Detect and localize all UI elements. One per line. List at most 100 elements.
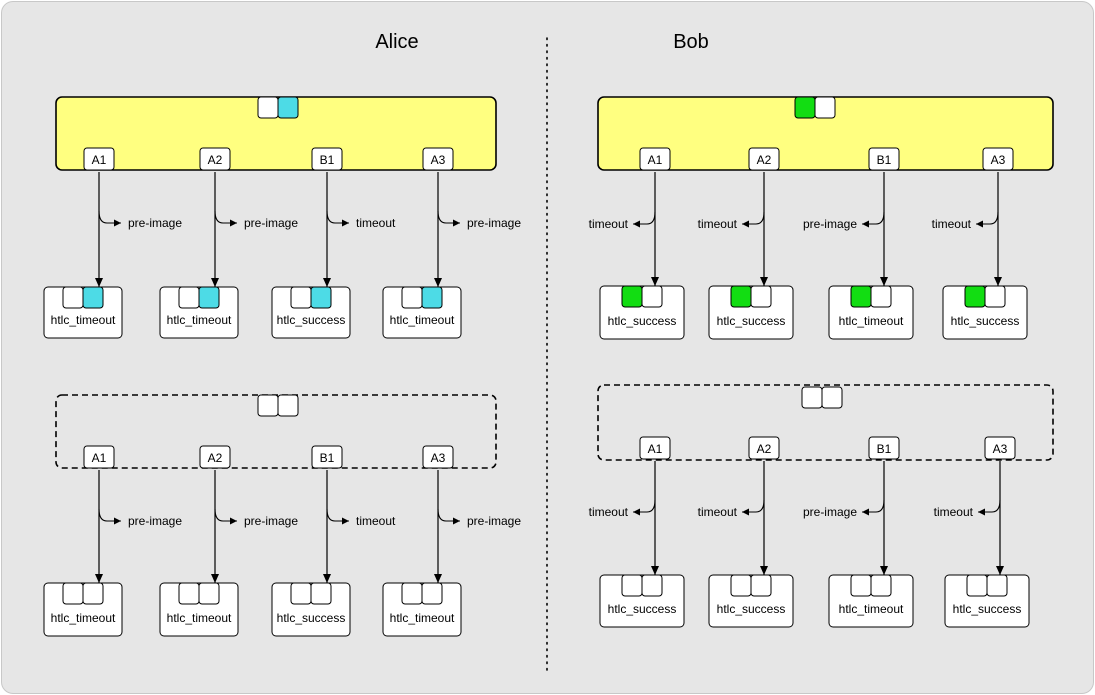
key-pair-icon (178, 582, 220, 605)
htlc-transaction-label: htlc_success (608, 602, 677, 616)
branch-arrow-icon (862, 211, 885, 228)
key-pair-icon (290, 582, 332, 605)
output-id-badge (199, 147, 231, 171)
key-slot (310, 582, 332, 605)
output-id-label: A1 (92, 451, 107, 465)
key-slot (964, 285, 986, 308)
output-id-badge (83, 147, 115, 171)
spend-condition-label: pre-image (467, 514, 521, 528)
branch-arrow-icon (633, 499, 656, 516)
spend-condition-label: pre-image (244, 514, 298, 528)
htlc-transaction-label: htlc_timeout (51, 611, 116, 625)
branch-arrow-icon (98, 210, 121, 227)
branch-arrow-icon (437, 508, 460, 525)
spend-condition-label: timeout (698, 217, 738, 231)
spend-condition-label: timeout (356, 514, 396, 528)
htlc-transaction-label: htlc_success (277, 611, 346, 625)
key-pair-icon (401, 286, 443, 309)
key-pair-icon (730, 574, 772, 597)
output-id-label: A3 (431, 153, 446, 167)
key-slot (277, 394, 299, 417)
key-slot (750, 574, 772, 597)
spend-condition-label: pre-image (803, 217, 857, 231)
spend-condition-label: timeout (356, 216, 396, 230)
htlc-transaction-box (708, 574, 794, 628)
key-slot (257, 96, 279, 119)
output-id-label: B1 (320, 451, 335, 465)
spend-condition-label: pre-image (128, 216, 182, 230)
htlc-transaction-label: htlc_timeout (167, 611, 232, 625)
branch-arrow-icon (437, 210, 460, 227)
key-pair-icon (62, 582, 104, 605)
htlc-transaction-label: htlc_success (717, 602, 786, 616)
output-id-label: B1 (877, 442, 892, 456)
key-slot (178, 582, 200, 605)
output-id-badge (868, 147, 900, 171)
output-id-label: A2 (757, 442, 772, 456)
spend-condition-label: pre-image (244, 216, 298, 230)
spend-condition-label: timeout (932, 217, 972, 231)
htlc-transaction-box (828, 285, 914, 340)
spend-condition-label: pre-image (803, 505, 857, 519)
key-slot (794, 96, 816, 119)
key-pair-icon (801, 386, 843, 409)
key-pair-icon (850, 285, 892, 308)
key-pair-icon (257, 96, 299, 119)
htlc-transaction-label: htlc_timeout (390, 611, 455, 625)
key-slot (814, 96, 836, 119)
spend-condition-label: timeout (934, 505, 974, 519)
key-slot (290, 582, 312, 605)
key-slot (62, 582, 84, 605)
key-pair-icon (621, 285, 663, 308)
branch-arrow-icon (633, 211, 656, 228)
htlc-transaction-label: htlc_success (953, 602, 1022, 616)
bob-top-group: timeoutA1htlc_successtimeoutA2htlc_succe… (589, 96, 1054, 340)
output-id-label: B1 (320, 153, 335, 167)
key-pair-icon (621, 574, 663, 597)
branch-arrow-icon (326, 508, 349, 525)
key-slot (421, 582, 443, 605)
key-slot (621, 574, 643, 597)
key-slot (421, 286, 443, 309)
htlc-output-a3: pre-image A3 htlc_timeout (382, 445, 521, 637)
spend-condition-label: timeout (589, 505, 629, 519)
output-id-badge (982, 147, 1014, 171)
spend-condition-label: timeout (589, 217, 629, 231)
output-id-badge (748, 436, 780, 460)
output-id-badge (311, 147, 343, 171)
htlc-output-a1: pre-image A1 htlc_timeout (43, 445, 182, 637)
key-slot (257, 394, 279, 417)
key-pair-icon (794, 96, 836, 119)
output-id-label: A1 (92, 153, 107, 167)
output-id-label: B1 (877, 153, 892, 167)
key-pair-icon (62, 286, 104, 309)
spend-condition-label: pre-image (128, 514, 182, 528)
htlc-transaction-box (599, 285, 685, 340)
htlc-transaction-label: htlc_timeout (839, 602, 904, 616)
htlc-transaction-label: htlc_timeout (167, 313, 232, 327)
key-slot (801, 386, 823, 409)
key-pair-icon (730, 285, 772, 308)
key-slot (986, 574, 1008, 597)
htlc-transaction-box (599, 574, 685, 628)
branch-arrow-icon (214, 508, 237, 525)
key-slot (62, 286, 84, 309)
branch-arrow-icon (98, 508, 121, 525)
key-slot (178, 286, 200, 309)
output-id-label: A3 (431, 451, 446, 465)
key-slot (401, 286, 423, 309)
output-id-badge (83, 445, 115, 469)
branch-arrow-icon (742, 211, 765, 228)
key-pair-icon (966, 574, 1008, 597)
alice-top-group: pre-image A1 htlc_timeoutpre-imageA2htlc_t… (43, 96, 521, 339)
htlc-transaction-box (828, 574, 914, 628)
key-slot (641, 285, 663, 308)
key-slot (966, 574, 988, 597)
key-slot (641, 574, 663, 597)
